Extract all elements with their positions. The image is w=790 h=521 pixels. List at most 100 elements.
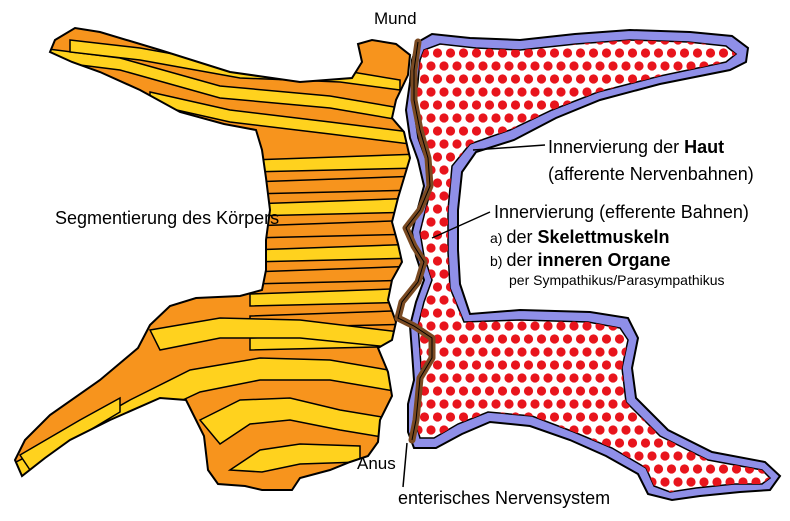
nerve-dot [589, 74, 598, 83]
nerve-dot [667, 100, 676, 109]
item-b-prefix: der [506, 250, 537, 270]
nerve-dot [543, 347, 552, 356]
nerve-dot [719, 386, 728, 395]
nerve-dot [634, 113, 643, 122]
nerve-dot [439, 87, 448, 96]
nerve-dot [784, 204, 790, 213]
nerve-dot [452, 451, 461, 460]
nerve-dot [628, 100, 637, 109]
nerve-dot [517, 87, 526, 96]
nerve-dot [777, 347, 786, 356]
nerve-dot [771, 74, 780, 83]
nerve-dot [530, 87, 539, 96]
nerve-dot [446, 48, 455, 57]
nerve-dot [725, 87, 734, 96]
nerve-dot [556, 321, 565, 330]
nerve-dot [647, 87, 656, 96]
nerve-dot [556, 347, 565, 356]
nerve-dot [686, 477, 695, 486]
nerve-dot [784, 282, 790, 291]
nerve-dot [699, 399, 708, 408]
nerve-dot [771, 48, 780, 57]
nerve-dot [758, 230, 767, 239]
nerve-dot [485, 282, 494, 291]
nerve-dot [732, 334, 741, 343]
nerve-dot [459, 48, 468, 57]
nerve-dot [602, 74, 611, 83]
nerve-dot [758, 152, 767, 161]
nerve-dot [706, 126, 715, 135]
nerve-dot [511, 74, 520, 83]
nerve-dot [680, 256, 689, 265]
nerve-dot [498, 438, 507, 447]
nerve-dot [673, 399, 682, 408]
nerve-dot [738, 139, 747, 148]
nerve-dot [751, 269, 760, 278]
nerve-dot [491, 191, 500, 200]
nerve-dot [725, 373, 734, 382]
nerve-dot [634, 425, 643, 434]
nerve-dot [758, 178, 767, 187]
nerve-dot [608, 373, 617, 382]
nerve-dot [732, 74, 741, 83]
nerve-dot [582, 191, 591, 200]
nerve-dot [654, 48, 663, 57]
nerve-dot [550, 48, 559, 57]
nerve-dot [524, 438, 533, 447]
nerve-dot [511, 360, 520, 369]
nerve-dot [472, 386, 481, 395]
nerve-dot [784, 48, 790, 57]
nerve-dot [699, 477, 708, 486]
nerve-dot [680, 230, 689, 239]
nerve-dot [459, 126, 468, 135]
nerve-dot [732, 360, 741, 369]
nerve-dot [511, 464, 520, 473]
nerve-dot [426, 113, 435, 122]
nerve-dot [673, 61, 682, 70]
nerve-dot [738, 295, 747, 304]
nerve-dot [452, 61, 461, 70]
nerve-dot [433, 412, 442, 421]
nerve-dot [667, 360, 676, 369]
nerve-dot [777, 217, 786, 226]
nerve-dot [764, 399, 773, 408]
nerve-dot [758, 360, 767, 369]
nerve-dot [686, 399, 695, 408]
nerve-dot [582, 425, 591, 434]
nerve-dot [472, 126, 481, 135]
nerve-dot [543, 295, 552, 304]
nerve-dot [680, 126, 689, 135]
nerve-dot [777, 139, 786, 148]
nerve-dot [764, 451, 773, 460]
nerve-dot [582, 451, 591, 460]
nerve-dot [472, 204, 481, 213]
nerve-dot [504, 87, 513, 96]
nerve-dot [400, 191, 409, 200]
nerve-dot [576, 386, 585, 395]
nerve-dot [647, 295, 656, 304]
nerve-dot [504, 165, 513, 174]
nerve-dot [784, 412, 790, 421]
nerve-dot [673, 113, 682, 122]
nerve-dot [738, 321, 747, 330]
nerve-dot [777, 269, 786, 278]
nerve-dot [784, 386, 790, 395]
nerve-dot [602, 412, 611, 421]
nerve-dot [686, 191, 695, 200]
nerve-dot [758, 386, 767, 395]
nerve-dot [478, 451, 487, 460]
nerve-dot [680, 464, 689, 473]
nerve-dot [751, 399, 760, 408]
nerve-dot [491, 113, 500, 122]
nerve-dot [615, 412, 624, 421]
nerve-dot [459, 100, 468, 109]
nerve-dot [504, 347, 513, 356]
nerve-dot [738, 191, 747, 200]
nerve-dot [693, 126, 702, 135]
nerve-dot [725, 295, 734, 304]
nerve-dot [615, 74, 624, 83]
nerve-dot [686, 425, 695, 434]
nerve-dot [712, 243, 721, 252]
nerve-dot [426, 425, 435, 434]
nerve-dot [732, 100, 741, 109]
